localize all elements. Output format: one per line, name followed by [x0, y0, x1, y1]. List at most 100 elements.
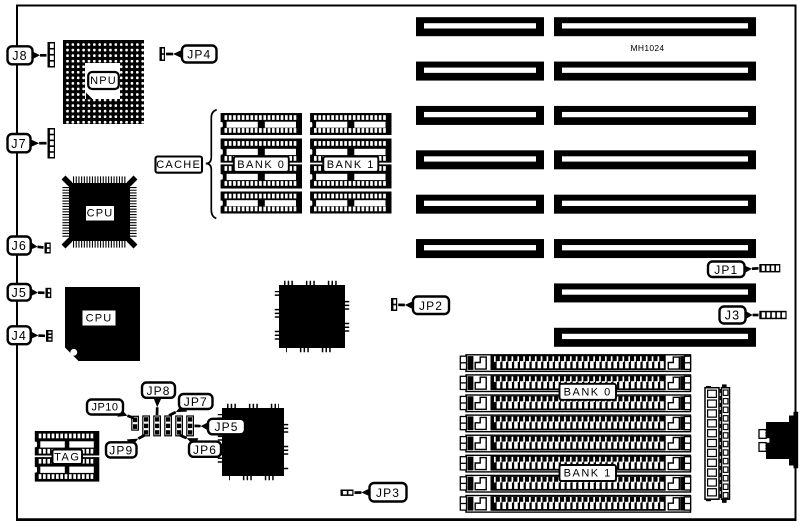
tag-group: TAG — [30, 431, 101, 482]
expansion-slot-long-1 — [554, 17, 756, 37]
callout-jp5-box — [206, 417, 247, 436]
connector-j6 — [44, 242, 51, 254]
callout-jp3-box — [368, 481, 408, 503]
npu-label: NPU — [90, 75, 117, 87]
cpu-qfp-label: CPU — [87, 208, 114, 220]
expansion-slot-short-3 — [416, 105, 544, 125]
cpu-flat-chip: CPU — [65, 287, 140, 361]
callout-jp4-label: JP4 — [187, 48, 211, 62]
callout-jp2-label: JP2 — [419, 299, 443, 313]
callout-jp7-label: JP7 — [184, 395, 208, 409]
callout-jp1: JP1 — [706, 260, 759, 279]
tag-label-box — [51, 448, 83, 465]
chipset-chip — [274, 280, 350, 353]
callout-jp8-box — [140, 381, 177, 400]
callout-jp6-box — [187, 440, 223, 459]
cache-bank1-group: BANK 1 — [308, 113, 392, 214]
io-controller-chip — [217, 403, 289, 481]
cpu-flat-pin1-dot — [70, 348, 78, 356]
cache-bank1-group-label: BANK 1 — [327, 159, 375, 171]
header-connector — [704, 384, 731, 503]
callout-j4-label: J4 — [11, 329, 26, 343]
expansion-slot-long-8 — [554, 327, 756, 347]
simm-socket-1 — [459, 354, 692, 373]
cpu-qfp-chip: CPU — [61, 175, 138, 249]
callout-j4-box — [6, 325, 32, 346]
callout-j5-box — [6, 282, 32, 302]
expansion-slot-long-5 — [554, 194, 756, 214]
simm-sockets — [459, 354, 692, 513]
expansion-slot-long-4 — [554, 150, 756, 170]
callout-jp9-label: JP9 — [109, 444, 133, 458]
cache-label: CACHE — [156, 159, 201, 171]
callout-j8: J8 — [6, 45, 47, 66]
simm-socket-4 — [459, 414, 692, 433]
callout-j7: J7 — [6, 132, 47, 154]
callout-jp9: JP9 — [104, 433, 146, 459]
simm-socket-7 — [459, 474, 692, 493]
connector-j7 — [47, 128, 55, 159]
expansion-slot-short-2 — [416, 61, 544, 81]
callout-jp1-label: JP1 — [714, 263, 738, 277]
callout-jp8-pointer — [152, 396, 163, 408]
callout-jp7: JP7 — [168, 392, 214, 417]
connector-jp4 — [159, 47, 165, 61]
callout-j8-box — [6, 45, 34, 66]
memory-bank1-label: BANK 1 — [564, 468, 612, 480]
callout-j3: J3 — [718, 305, 759, 325]
jumper-jp10 — [131, 415, 140, 431]
connector-j4 — [46, 330, 53, 342]
cache-bank0-group-label: BANK 0 — [237, 159, 285, 171]
callout-jp8: JP8 — [140, 381, 177, 416]
npu-pin1-mark — [86, 92, 93, 100]
cache-bank0-group-label-box — [232, 155, 290, 173]
simm-socket-8 — [459, 494, 692, 513]
cpu-qfp-label-box — [86, 206, 114, 221]
memory-bank1-label-box — [558, 464, 617, 482]
npu-socket: NPU — [63, 40, 144, 124]
jumper-jp8 — [153, 415, 162, 437]
callout-j4: J4 — [6, 325, 46, 346]
callout-jp8-label: JP8 — [147, 384, 171, 398]
callout-jp4: JP4 — [166, 44, 218, 64]
callout-jp9-box — [104, 441, 138, 459]
cache-label-box — [154, 155, 204, 174]
connector-jp1 — [759, 264, 781, 273]
callout-j6-label: J6 — [11, 239, 26, 253]
callout-j5: J5 — [6, 282, 45, 302]
callout-jp2: JP2 — [398, 295, 451, 316]
simm-socket-3 — [459, 394, 692, 413]
expansion-slot-short-6 — [416, 239, 544, 259]
jumper-jp5 — [186, 415, 195, 437]
connector-j5 — [45, 287, 52, 299]
callout-jp3-label: JP3 — [376, 486, 400, 500]
npu-label-box — [87, 70, 120, 91]
expansion-slot-long-7 — [554, 283, 756, 303]
connector-jp2 — [391, 298, 398, 311]
power-connector — [758, 411, 799, 469]
simm-socket-5 — [459, 434, 692, 453]
callout-jp1-box — [706, 260, 746, 279]
cpu-flat-label: CPU — [86, 312, 113, 324]
cpu-flat-label-box — [82, 310, 116, 326]
jumper-jp9 — [142, 415, 151, 437]
callout-jp4-pointer — [173, 49, 183, 59]
callout-jp10-label: JP10 — [91, 402, 118, 414]
connector-j3 — [759, 310, 787, 320]
board-outline — [16, 4, 797, 521]
callout-jp6: JP6 — [178, 433, 223, 459]
expansion-slot-short-4 — [416, 150, 544, 170]
callout-jp4-box — [180, 44, 218, 64]
jumper-jp7 — [164, 415, 173, 437]
tag-label: TAG — [54, 451, 80, 463]
expansion-slot-short-1 — [416, 17, 544, 37]
expansion-slot-short-5 — [416, 194, 544, 214]
callout-jp10: JP10 — [85, 398, 134, 420]
connector-jp3 — [340, 489, 354, 496]
callout-jp10-box — [85, 398, 125, 416]
callout-jp5: JP5 — [194, 417, 247, 436]
callout-jp5-label: JP5 — [215, 420, 239, 434]
cache-callout: CACHE — [154, 108, 218, 220]
callout-jp3: JP3 — [354, 481, 408, 503]
